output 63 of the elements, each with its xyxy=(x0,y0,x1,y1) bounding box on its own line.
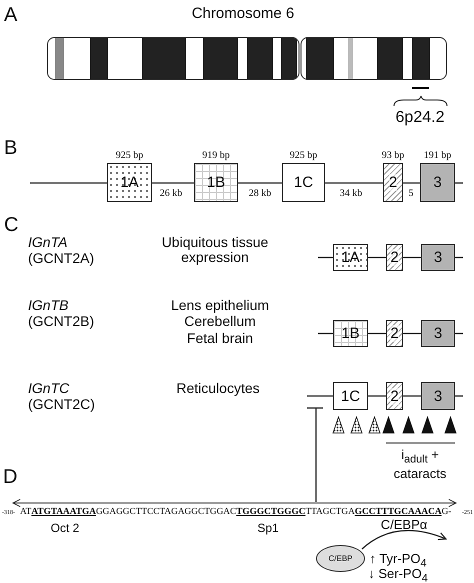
expression-note: Cerebellum xyxy=(184,314,256,330)
exon-box: 2 xyxy=(386,382,403,410)
exon-box: 2 xyxy=(383,163,403,202)
edge-label: 5 xyxy=(408,188,414,199)
connector-line xyxy=(403,256,421,258)
expression-note: Reticulocytes xyxy=(176,381,260,396)
connector-line xyxy=(318,332,333,334)
connector-line xyxy=(30,182,107,184)
protein-ellipse: C/EBP xyxy=(316,545,365,572)
exon-box: 2 xyxy=(386,320,403,347)
connector-line xyxy=(368,256,386,258)
size-label: 919 bp xyxy=(202,150,230,161)
chart-title: Chromosome 6 xyxy=(192,6,294,22)
connector-line xyxy=(403,332,421,334)
panel-letter: B xyxy=(4,137,18,159)
dna-sequence: ATATGTAAATGAGGAGGCTTCCTAGAGGCTGGACTGGGCTGGGCTTAGCTGAGCCTTTGCAAACAG- xyxy=(20,507,452,518)
exon-box: 1A xyxy=(333,244,368,271)
connector-line xyxy=(238,182,282,184)
exon-box: 1C xyxy=(282,163,325,202)
connector-line xyxy=(307,395,333,397)
gene-name: (GCNT2C) xyxy=(28,397,95,412)
exon-box: 1B xyxy=(194,163,238,202)
site-label: Sp1 xyxy=(257,522,279,536)
modification-note: ↑ Tyr-PO$_{4}$ xyxy=(369,552,427,570)
size-label: 191 bp xyxy=(424,150,452,161)
curved-arrow xyxy=(362,530,447,550)
expression-note: Lens epithelium xyxy=(170,298,270,314)
site-label: C/EBPα xyxy=(380,518,428,532)
connector-line xyxy=(152,182,194,184)
exon-box: 1A xyxy=(107,163,152,202)
connector-line xyxy=(318,256,333,258)
size-label: 925 bp xyxy=(290,150,318,161)
edge-label: 34 kb xyxy=(340,188,362,199)
exon-box: 1C xyxy=(333,382,368,410)
panel-letter: C xyxy=(4,214,18,236)
connector-line xyxy=(368,332,386,334)
gene-name: (GCNT2B) xyxy=(28,314,94,330)
exon-box: 3 xyxy=(420,163,455,202)
panel-letter: D xyxy=(3,466,18,488)
connector-line xyxy=(403,182,420,184)
connector-line xyxy=(368,395,386,397)
site-label: Oct 2 xyxy=(50,522,80,536)
locus-label: 6p24.2 xyxy=(396,109,444,127)
gene-name: IGnTC xyxy=(28,381,70,396)
modification-note: ↓ Ser-PO$_{4}$ xyxy=(368,567,428,583)
connector-line xyxy=(325,182,383,184)
panel-letter: A xyxy=(4,4,18,26)
gene-name: (GCNT2A) xyxy=(28,251,94,266)
exon-box: 1B xyxy=(333,320,368,347)
size-label: 925 bp xyxy=(116,150,144,161)
exon-box: 3 xyxy=(421,244,455,271)
exon-box: 2 xyxy=(386,244,403,271)
connector-line xyxy=(403,395,421,397)
exon-box: 3 xyxy=(421,320,455,347)
exon-box: 3 xyxy=(421,382,455,410)
expression-note: Ubiquitous tissue expression xyxy=(160,235,270,266)
size-label: 93 bp xyxy=(382,150,404,161)
expression-note: Fetal brain xyxy=(186,331,254,346)
edge-label: 28 kb xyxy=(248,188,272,199)
phenotype-note: i$_{adult}$ + cataracts xyxy=(392,448,448,481)
gene-name: IGnTA xyxy=(28,235,68,250)
gene-name: IGnTB xyxy=(28,298,68,314)
edge-label: 26 kb xyxy=(160,188,182,199)
